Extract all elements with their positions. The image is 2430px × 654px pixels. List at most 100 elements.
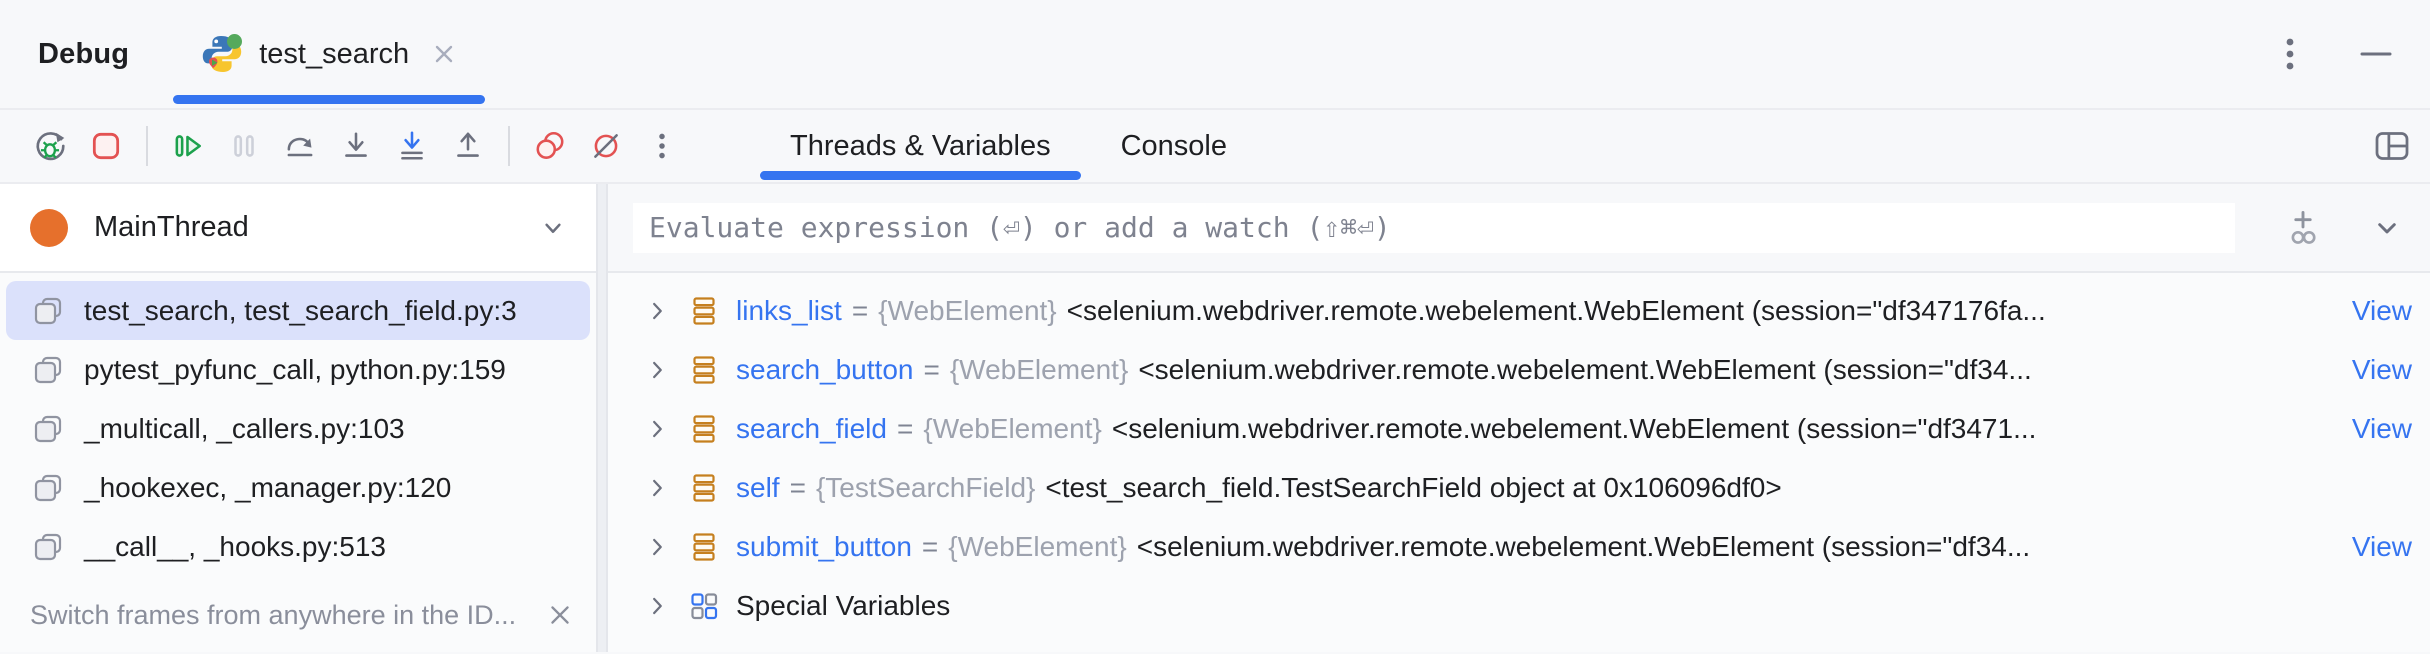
run-config-tab-test-search[interactable]: test_search	[173, 0, 486, 108]
evaluate-row	[608, 184, 2430, 273]
stack-frame-label: test_search, test_search_field.py:3	[84, 294, 517, 326]
variable-value: <selenium.webdriver.remote.webelement.We…	[1138, 353, 2032, 385]
stack-frame-label: _multicall, _callers.py:103	[84, 412, 405, 444]
mute-breakpoints-icon[interactable]	[583, 123, 629, 169]
frames-panel: test_search, test_search_field.py:3 pyte…	[0, 273, 596, 652]
force-step-into-icon[interactable]	[389, 123, 435, 169]
frames-footer-hint: Switch frames from anywhere in the ID...	[0, 588, 596, 652]
stack-frame-row[interactable]: test_search, test_search_field.py:3	[6, 281, 590, 340]
stack-frame-label: __call__, _hooks.py:513	[84, 530, 386, 562]
stack-frame-icon	[32, 295, 64, 327]
step-over-icon[interactable]	[277, 123, 323, 169]
active-tab-indicator	[760, 171, 1081, 180]
debugger-toolbar: Threads & Variables Console	[0, 110, 2430, 184]
kebab-menu-icon[interactable]	[2274, 34, 2306, 74]
stack-frame-row[interactable]: pytest_pyfunc_call, python.py:159	[6, 340, 590, 399]
variable-row[interactable]: links_list = {WebElement} <selenium.webd…	[608, 281, 2430, 340]
variable-type: {TestSearchField}	[815, 471, 1036, 503]
pause-icon	[221, 123, 267, 169]
equals-sign: =	[851, 294, 869, 326]
special-variables-row[interactable]: Special Variables	[608, 576, 2430, 635]
chevron-right-icon[interactable]	[642, 414, 672, 444]
equals-sign: =	[789, 471, 806, 503]
special-variables-label: Special Variables	[736, 589, 951, 621]
view-link[interactable]: View	[2351, 353, 2412, 385]
debug-tool-window-header: Debug test_search	[0, 0, 2430, 110]
chevron-right-icon[interactable]	[642, 355, 672, 385]
stop-icon[interactable]	[83, 123, 129, 169]
equals-sign: =	[923, 353, 940, 385]
stack-frame-icon	[32, 413, 64, 445]
variable-type: {WebElement}	[923, 412, 1102, 444]
variable-row[interactable]: search_field = {WebElement} <selenium.we…	[608, 399, 2430, 458]
active-tab-indicator	[173, 95, 486, 104]
stack-frame-label: pytest_pyfunc_call, python.py:159	[84, 353, 506, 385]
resume-icon[interactable]	[165, 123, 211, 169]
tool-window-title: Debug	[38, 37, 130, 70]
view-link[interactable]: View	[2351, 294, 2412, 326]
variable-name: self	[736, 471, 780, 503]
variable-row[interactable]: self = {TestSearchField} <test_search_fi…	[608, 458, 2430, 517]
tab-threads-variables[interactable]: Threads & Variables	[760, 110, 1081, 182]
stack-frame-icon	[32, 531, 64, 563]
variable-row[interactable]: submit_button = {WebElement} <selenium.w…	[608, 517, 2430, 576]
equals-sign: =	[896, 412, 914, 444]
view-breakpoints-icon[interactable]	[527, 123, 573, 169]
variable-icon	[688, 531, 720, 563]
variable-value: <test_search_field.TestSearchField objec…	[1045, 471, 1782, 503]
stack-frame-icon	[32, 472, 64, 504]
python-test-run-icon	[201, 33, 243, 75]
toolbar-separator	[146, 126, 148, 166]
variable-name: search_button	[736, 353, 914, 385]
view-link[interactable]: View	[2351, 412, 2412, 444]
minimize-icon[interactable]	[2358, 36, 2394, 72]
chevron-right-icon[interactable]	[642, 473, 672, 503]
add-watch-icon[interactable]	[2283, 208, 2323, 248]
stack-frame-icon	[32, 354, 64, 386]
close-icon[interactable]	[546, 601, 574, 629]
step-out-icon[interactable]	[445, 123, 491, 169]
special-variables-group-icon	[688, 590, 720, 622]
tab-console[interactable]: Console	[1121, 110, 1227, 182]
variable-value: <selenium.webdriver.remote.webelement.We…	[1066, 294, 2046, 326]
rerun-debugger-icon[interactable]	[27, 123, 73, 169]
stack-frames-list: test_search, test_search_field.py:3 pyte…	[0, 273, 596, 588]
variable-icon	[688, 354, 720, 386]
variable-icon	[688, 472, 720, 504]
evaluate-expression-input[interactable]	[633, 202, 2235, 253]
chevron-right-icon[interactable]	[642, 591, 672, 621]
view-link[interactable]: View	[2351, 530, 2412, 562]
variable-name: search_field	[736, 412, 887, 444]
hint-text: Switch frames from anywhere in the ID...	[30, 599, 517, 630]
tab-label: Console	[1120, 129, 1227, 162]
layout-settings-icon[interactable]	[2372, 126, 2412, 166]
close-icon[interactable]	[431, 41, 457, 67]
tab-label: Threads & Variables	[790, 129, 1051, 162]
variable-icon	[688, 295, 720, 327]
variable-type: {WebElement}	[948, 530, 1127, 562]
chevron-down-icon[interactable]	[2369, 210, 2405, 246]
thread-name: MainThread	[94, 211, 249, 243]
variable-name: submit_button	[736, 530, 912, 562]
chevron-right-icon[interactable]	[642, 532, 672, 562]
stack-frame-row[interactable]: _multicall, _callers.py:103	[6, 399, 590, 458]
chevron-right-icon[interactable]	[642, 296, 672, 326]
toolbar-separator	[508, 126, 510, 166]
thread-status-icon	[30, 208, 68, 247]
more-options-icon[interactable]	[639, 123, 685, 169]
variable-row[interactable]: search_button = {WebElement} <selenium.w…	[608, 340, 2430, 399]
variable-icon	[688, 413, 720, 445]
variables-tree: links_list = {WebElement} <selenium.webd…	[608, 273, 2430, 652]
variable-value: <selenium.webdriver.remote.webelement.We…	[1136, 530, 2031, 562]
chevron-down-icon	[536, 211, 570, 245]
step-into-icon[interactable]	[333, 123, 379, 169]
stack-frame-row[interactable]: _hookexec, _manager.py:120	[6, 458, 590, 517]
stack-frame-label: _hookexec, _manager.py:120	[84, 471, 452, 503]
stack-frame-row[interactable]: __call__, _hooks.py:513	[6, 517, 590, 576]
variable-value: <selenium.webdriver.remote.webelement.We…	[1111, 412, 2037, 444]
thread-selector-dropdown[interactable]: MainThread	[0, 184, 596, 273]
debugger-view-tabs: Threads & Variables Console	[760, 110, 1227, 182]
variable-name: links_list	[736, 294, 842, 326]
panel-splitter[interactable]	[596, 184, 608, 652]
variable-type: {WebElement}	[949, 353, 1129, 385]
